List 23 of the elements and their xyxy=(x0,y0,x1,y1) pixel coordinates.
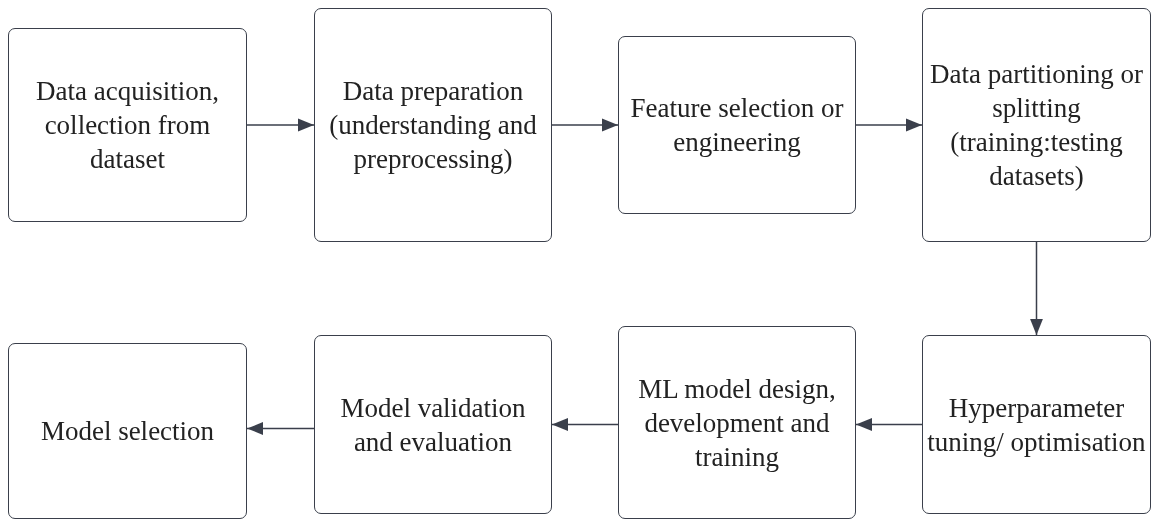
arrow xyxy=(1030,241,1043,336)
process-box xyxy=(8,28,247,222)
arrow xyxy=(246,422,315,435)
box-label: ML model design, development and training xyxy=(637,372,837,474)
arrow xyxy=(551,418,619,431)
arrow xyxy=(855,118,923,132)
process-box xyxy=(314,335,552,514)
box-label: Data partitioning or splitting (training:testing datasets) xyxy=(929,58,1144,193)
process-box xyxy=(618,36,856,214)
box-label: Data acquisition, collection from dataset xyxy=(35,75,220,176)
process-box xyxy=(922,335,1151,514)
box-label: Model selection xyxy=(39,415,216,448)
process-box xyxy=(618,326,856,519)
box-label: Feature selection or engineering xyxy=(629,92,845,159)
process-box xyxy=(314,8,552,242)
process-box xyxy=(8,343,247,519)
box-label: Hyperparameter tuning/ optimisation xyxy=(926,391,1147,459)
arrow xyxy=(246,118,315,132)
arrow xyxy=(551,118,619,132)
box-label: Model validation and evaluation xyxy=(339,391,527,459)
process-box xyxy=(922,8,1151,242)
box-label: Data preparation (understanding and preprocessing) xyxy=(328,75,538,176)
arrow xyxy=(855,418,923,431)
